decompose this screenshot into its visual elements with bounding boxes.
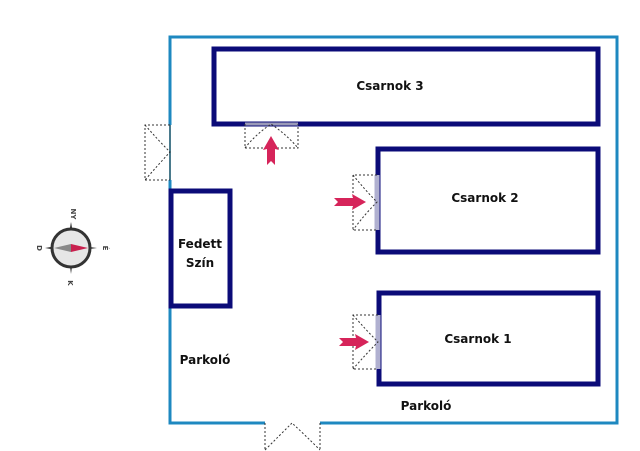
parking-label: Parkoló	[401, 399, 452, 413]
entrance-arrow-icon	[263, 136, 279, 165]
compass-south-label: D	[35, 245, 43, 251]
covered-shed[interactable]: Fedett Szín	[168, 188, 233, 309]
door-csarnok-2	[352, 174, 380, 231]
hall-label: Csarnok 3	[356, 79, 423, 93]
gate-bottom	[264, 422, 321, 451]
hall-csarnok-1[interactable]: Csarnok 1	[376, 290, 601, 387]
compass-north-label: É	[101, 246, 110, 251]
compass-west-label: NY	[69, 209, 77, 221]
compass-icon: NY É K D	[35, 209, 110, 287]
hall-label: Csarnok 2	[451, 191, 518, 205]
hall-csarnok-3[interactable]: Csarnok 3	[211, 46, 601, 127]
hall-csarnok-2[interactable]: Csarnok 2	[375, 146, 601, 255]
shed-label-line2: Szín	[186, 256, 214, 270]
parking-label: Parkoló	[180, 353, 231, 367]
gate-left	[144, 124, 171, 181]
entrance-arrow-icon	[339, 334, 369, 350]
compass-east-label: K	[66, 280, 74, 286]
hall-label: Csarnok 1	[444, 332, 511, 346]
shed-label-line1: Fedett	[178, 237, 222, 251]
entrance-arrow-icon	[334, 194, 366, 210]
